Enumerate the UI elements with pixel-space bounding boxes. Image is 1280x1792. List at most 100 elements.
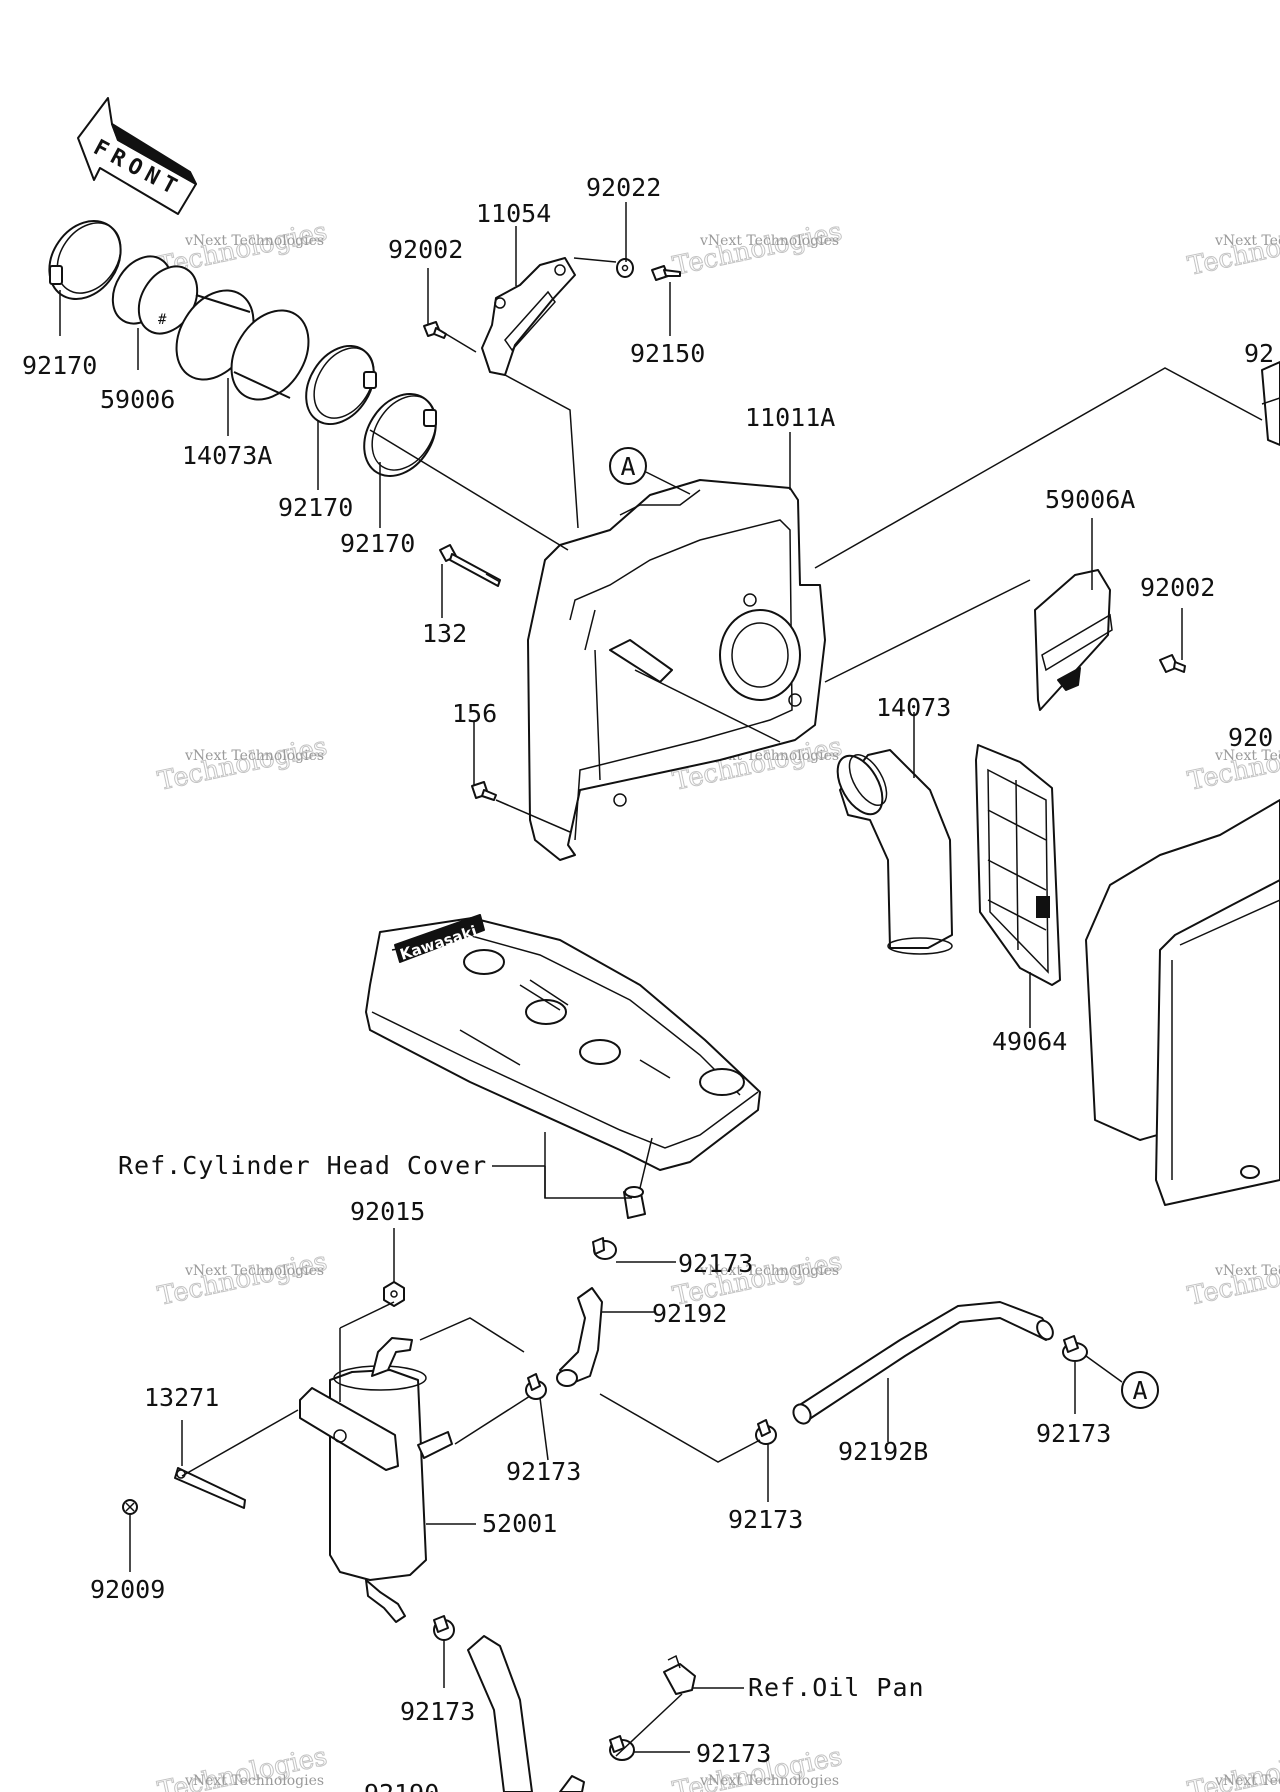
clamp-92173-right — [1062, 1335, 1088, 1362]
part-label: 11011A — [745, 403, 835, 432]
part-label: 92002 — [1140, 573, 1215, 602]
filter-59006: # — [111, 255, 199, 335]
bolt-92002-right — [1159, 654, 1186, 673]
clamp-92173-lower — [433, 1615, 455, 1641]
bolt-156 — [471, 781, 497, 801]
part-label: 92002 — [388, 235, 463, 264]
part-label: 92022 — [586, 173, 661, 202]
part-label: 92 — [1244, 339, 1274, 368]
part-label: 13271 — [144, 1383, 219, 1412]
bracket-52001 — [299, 1387, 399, 1471]
part-label: 92170 — [340, 529, 415, 558]
callout-a-top: A — [609, 447, 691, 495]
part-label: 920 — [1228, 723, 1273, 752]
part-label: 92009 — [90, 1575, 165, 1604]
leader-lines — [59, 202, 1280, 1757]
cylinder-head-cover: Kawasaki — [365, 914, 761, 1171]
watermark-text: Technologies — [1185, 1247, 1280, 1312]
watermark: Technologies vNext Technologies — [670, 216, 846, 282]
part-label: 92173 — [506, 1457, 581, 1486]
screw-92009 — [122, 1499, 138, 1515]
clamp-92173-top — [592, 1237, 617, 1260]
part-label: 92170 — [278, 493, 353, 522]
hose-92192 — [556, 1287, 603, 1387]
hose-lower — [467, 1635, 533, 1792]
watermark-text: vNext Technologies — [1214, 1773, 1280, 1789]
watermark-text: vNext Technologies — [1214, 1263, 1280, 1279]
bolt-92150 — [651, 265, 681, 281]
watermark-text: Technologies — [155, 1247, 330, 1312]
part-label: 92173 — [400, 1697, 475, 1726]
clamp-92170-mid — [305, 344, 377, 426]
bracket-11054 — [481, 257, 576, 376]
part-label: 92015 — [350, 1197, 425, 1226]
part-label: 52001 — [482, 1509, 557, 1538]
duct-14073 — [836, 749, 953, 955]
part-label: 92170 — [22, 351, 97, 380]
fitting-under-head-cover — [623, 1186, 646, 1219]
callout-label: A — [1132, 1376, 1147, 1405]
watermark-text: vNext Technologies — [1214, 748, 1280, 764]
watermark: Technologies vNext Technologies — [1185, 1246, 1280, 1312]
air-cleaner-case-11011A — [527, 479, 826, 861]
reference-labels: Ref.Cylinder Head Cover Ref.Oil Pan — [118, 1151, 925, 1702]
element-49064 — [975, 744, 1061, 986]
part-labels: 92170 59006 14073A 92170 92170 92002 110… — [22, 173, 1274, 1792]
ref-oil-pan: Ref.Oil Pan — [748, 1673, 925, 1702]
part-label: 92173 — [696, 1739, 771, 1768]
tank-52001 — [329, 1337, 453, 1623]
watermark-text: vNext Technologies — [699, 233, 839, 249]
part-label: 92173 — [678, 1249, 753, 1278]
watermark-text: Technologies — [670, 217, 845, 282]
stay-13271 — [174, 1467, 246, 1509]
watermark-text: vNext Technologies — [184, 748, 324, 764]
watermark: Technologies vNext Technologies — [155, 731, 331, 797]
part-label: 92173 — [728, 1505, 803, 1534]
watermark-text: vNext Technologies — [1214, 233, 1280, 249]
washer-92022 — [616, 258, 634, 278]
bolt-92002-top — [423, 321, 447, 339]
watermark-text: Technologies — [155, 732, 330, 797]
part-label: 49064 — [992, 1027, 1067, 1056]
watermark-text: vNext Technologies — [699, 1773, 839, 1789]
clamp-92170-left — [48, 220, 122, 300]
part-label: 92173 — [1036, 1419, 1111, 1448]
watermark-text: vNext Technologies — [699, 1263, 839, 1279]
watermark-text: Technologies — [1185, 217, 1280, 282]
part-label: 14073 — [876, 693, 951, 722]
part-label: 92150 — [630, 339, 705, 368]
part-label: 14073A — [182, 441, 272, 470]
front-arrow: FRONT — [77, 97, 197, 215]
svg-text:#: # — [158, 312, 167, 328]
air-cleaner-base-partial — [1085, 361, 1280, 1206]
clamp-92173-mid-left — [525, 1373, 547, 1400]
clamp-92173-mid — [755, 1419, 777, 1445]
part-label: 59006 — [100, 385, 175, 414]
duct-14073A — [175, 289, 310, 401]
watermark: Technologies vNext Technologies — [1185, 1741, 1280, 1792]
bolt-132 — [439, 544, 501, 587]
part-label: 92190 — [364, 1779, 439, 1792]
clamp-92173-bottom — [609, 1735, 635, 1761]
hose-bottom-partial — [559, 1775, 585, 1792]
part-label: 59006A — [1045, 485, 1135, 514]
clamp-92170-right — [363, 393, 437, 477]
callout-label: A — [620, 452, 635, 481]
watermark-text: vNext Technologies — [184, 1263, 324, 1279]
part-label: 156 — [452, 699, 497, 728]
part-label: 132 — [422, 619, 467, 648]
watermark-text: vNext Technologies — [184, 233, 324, 249]
plate-59006A — [1034, 569, 1113, 711]
hose-92192B — [792, 1301, 1054, 1425]
watermark: Technologies vNext Technologies — [1185, 216, 1280, 282]
front-arrow-shadow — [111, 123, 197, 185]
part-label: 92192B — [838, 1437, 928, 1466]
watermark-text: vNext Technologies — [184, 1773, 324, 1789]
watermark: Technologies vNext Technologies — [155, 1246, 331, 1312]
ref-cylinder-head-cover: Ref.Cylinder Head Cover — [118, 1151, 487, 1180]
part-label: 11054 — [476, 199, 551, 228]
oil-pan-fitting — [663, 1654, 696, 1695]
callout-a-bottom: A — [1121, 1371, 1159, 1409]
part-label: 92192 — [652, 1299, 727, 1328]
